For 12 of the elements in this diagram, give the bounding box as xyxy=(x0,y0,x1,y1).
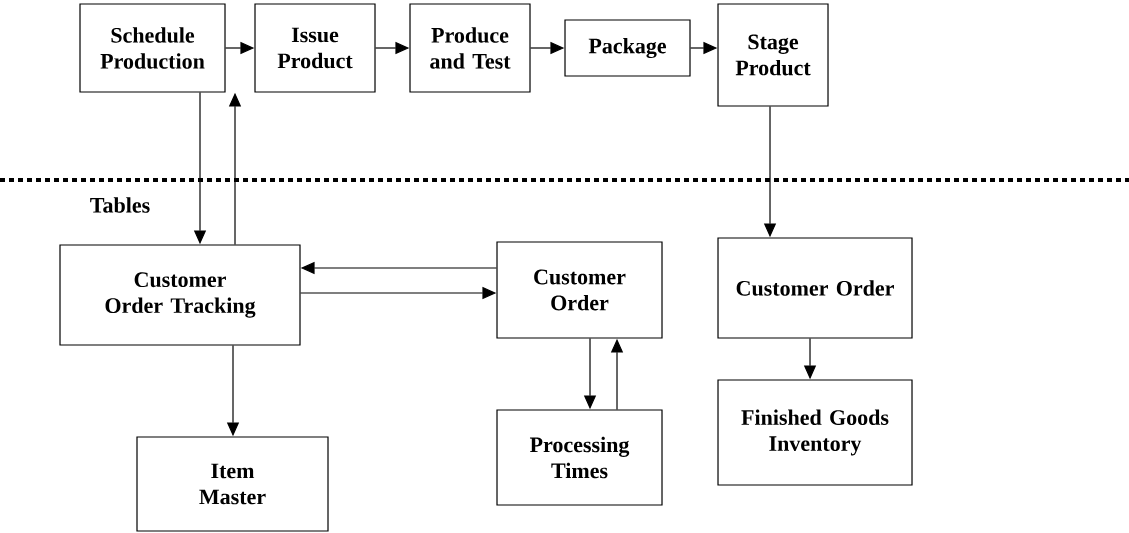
process-box: Produce and Test xyxy=(409,3,531,93)
process-box: Issue Product xyxy=(254,3,376,93)
process-box: Schedule Production xyxy=(79,3,226,93)
process-box: Package xyxy=(564,19,691,77)
process-box: Processing Times xyxy=(496,409,663,506)
process-box: Customer Order xyxy=(496,241,663,339)
side-label: Tables xyxy=(90,197,150,213)
process-box: Stage Product xyxy=(717,3,829,107)
process-box: Finished Goods Inventory xyxy=(717,379,913,486)
process-box: Item Master xyxy=(136,436,329,532)
process-box: Customer Order Tracking xyxy=(59,244,301,346)
process-box: Customer Order xyxy=(717,237,913,339)
